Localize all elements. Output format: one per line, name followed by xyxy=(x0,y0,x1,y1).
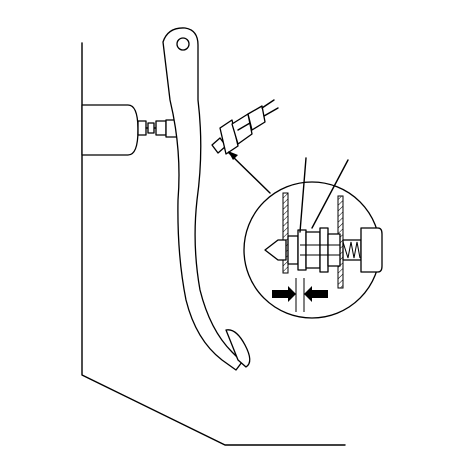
pedal-pad xyxy=(225,329,251,368)
gap-arrow-right xyxy=(304,286,328,302)
gap-arrow-left xyxy=(272,286,296,302)
brake-pedal-arm xyxy=(162,27,243,371)
master-cylinder xyxy=(81,104,147,156)
detail-view xyxy=(243,157,383,319)
detail-leader xyxy=(228,151,271,194)
brake-light-switch xyxy=(211,99,279,155)
firewall-outline xyxy=(81,42,346,446)
